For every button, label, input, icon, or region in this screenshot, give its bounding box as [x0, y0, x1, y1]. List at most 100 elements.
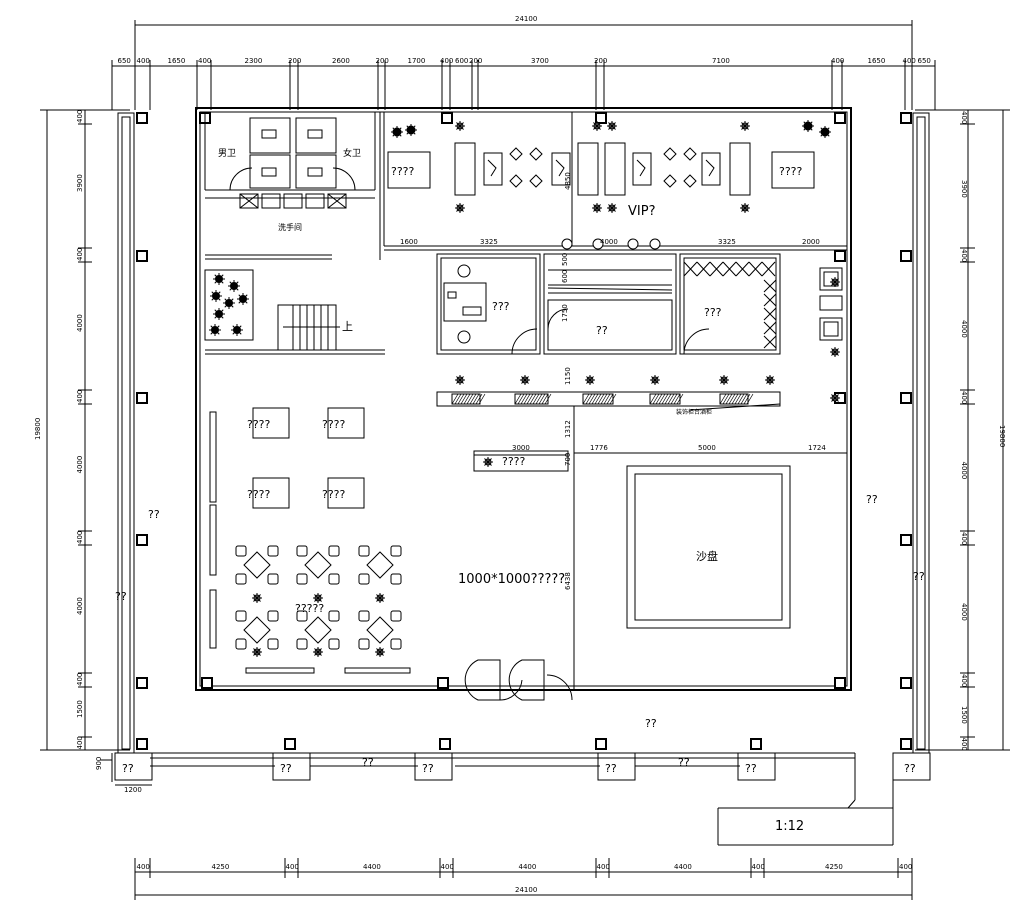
top-dim-segment: 600 [455, 57, 468, 65]
cabinet-section [514, 393, 552, 405]
chair-icon [390, 573, 402, 585]
top-dim-segment: 200 [594, 57, 607, 65]
right-dim-segment: 4000 [960, 462, 968, 480]
office-b-label: ?? [596, 324, 608, 337]
bottom-dim-segment: 4400 [674, 863, 692, 871]
plant-icon [455, 121, 465, 131]
counter-note: 装饰柜台酒柜 [676, 408, 712, 416]
left-outside-label: ?? [148, 508, 160, 521]
dining-label: ????? [295, 602, 324, 615]
chair-icon [358, 573, 370, 585]
chair-icon [328, 545, 340, 557]
stairs-up-label: 上 [342, 320, 353, 333]
chair-icon [529, 174, 543, 188]
column [900, 738, 912, 750]
top-dim-segment: 1650 [868, 57, 886, 65]
right-dim-segment: 4000 [960, 320, 968, 338]
plant-icon [830, 393, 840, 403]
plant-icon [830, 347, 840, 357]
top-dimensions [112, 20, 935, 110]
left-dim-segment: 400 [76, 248, 84, 261]
column [834, 250, 846, 262]
vip-right-table-label: ???? [779, 165, 803, 178]
dining-table [243, 551, 271, 579]
small-dim-1200: 1200 [124, 786, 142, 794]
entrance-label: ?? [645, 717, 657, 730]
counter-hatch [451, 393, 754, 405]
dining-set [235, 610, 279, 650]
left-corridor-label: ?? [115, 590, 127, 603]
dim-1150: 1150 [564, 367, 572, 385]
dim-3000: 3000 [512, 444, 530, 452]
chair-icon [457, 330, 471, 344]
right-dim-segment: 400 [960, 111, 968, 124]
top-dim-segment: 2600 [332, 57, 350, 65]
plant-icon [375, 593, 385, 603]
column [834, 677, 846, 689]
bottom-dim-segment: 400 [137, 863, 150, 871]
lamp-icon [705, 159, 715, 177]
plant-icon [213, 273, 225, 285]
top-dim-segment: 400 [831, 57, 844, 65]
chair-icon [296, 573, 308, 585]
vip-label: VIP? [628, 204, 655, 219]
column [136, 677, 148, 689]
table-label-1: ???? [247, 418, 271, 431]
dining-set [358, 610, 402, 650]
chair-icon [649, 238, 661, 250]
plant-icon [585, 375, 595, 385]
vip-dim-3: 4000 [600, 238, 618, 246]
seat-icon [823, 321, 839, 337]
chair-icon [683, 147, 697, 161]
left-dim-segment: 400 [76, 673, 84, 686]
keyboard-icon [462, 306, 482, 316]
plant-icon [592, 121, 602, 131]
plant-icon [607, 203, 617, 213]
column [900, 112, 912, 124]
plant-icon [252, 593, 262, 603]
dining-set [296, 545, 340, 585]
column [441, 112, 453, 124]
chair-icon [390, 610, 402, 622]
column [136, 534, 148, 546]
sand-table [626, 465, 791, 629]
chair-icon [509, 174, 523, 188]
left-dim-segment: 400 [76, 736, 84, 749]
chair-icon [267, 638, 279, 650]
cabinet-section [451, 393, 486, 405]
cabinet-section [649, 393, 684, 405]
plant-icon [765, 375, 775, 385]
plant-icon [483, 457, 493, 467]
table-label-2: ???? [322, 418, 346, 431]
bottom-dim-segment: 4400 [519, 863, 537, 871]
vip-chairs [487, 147, 715, 250]
column [136, 738, 148, 750]
bottom-dim-segment: 400 [597, 863, 610, 871]
top-dim-segment: 650 [918, 57, 931, 65]
top-dim-segment: 7100 [712, 57, 730, 65]
plant-icon [231, 324, 243, 336]
planter-plants [209, 273, 249, 336]
chair-icon [296, 638, 308, 650]
dining-set [358, 545, 402, 585]
chair-icon [296, 545, 308, 557]
plant-icon [210, 290, 222, 302]
column [900, 250, 912, 262]
lamp-icon [555, 159, 565, 177]
plant-icon [223, 297, 235, 309]
vip-side-dim: 4850 [564, 172, 572, 190]
plant-icon [719, 375, 729, 385]
wc-male-label: 男卫 [218, 148, 236, 159]
bottom-dim-segment: 4250 [825, 863, 843, 871]
right-corridor-label: ?? [913, 570, 925, 583]
cabinet-section [719, 393, 754, 405]
chair-icon [390, 638, 402, 650]
dining-table [304, 551, 332, 579]
column [136, 392, 148, 404]
column [900, 677, 912, 689]
right-dim-segment: 400 [960, 674, 968, 687]
dining-set [235, 545, 279, 585]
office-dim-600: 600 [561, 270, 569, 283]
top-dim-segment: 400 [440, 57, 453, 65]
plant-icon [405, 124, 417, 136]
